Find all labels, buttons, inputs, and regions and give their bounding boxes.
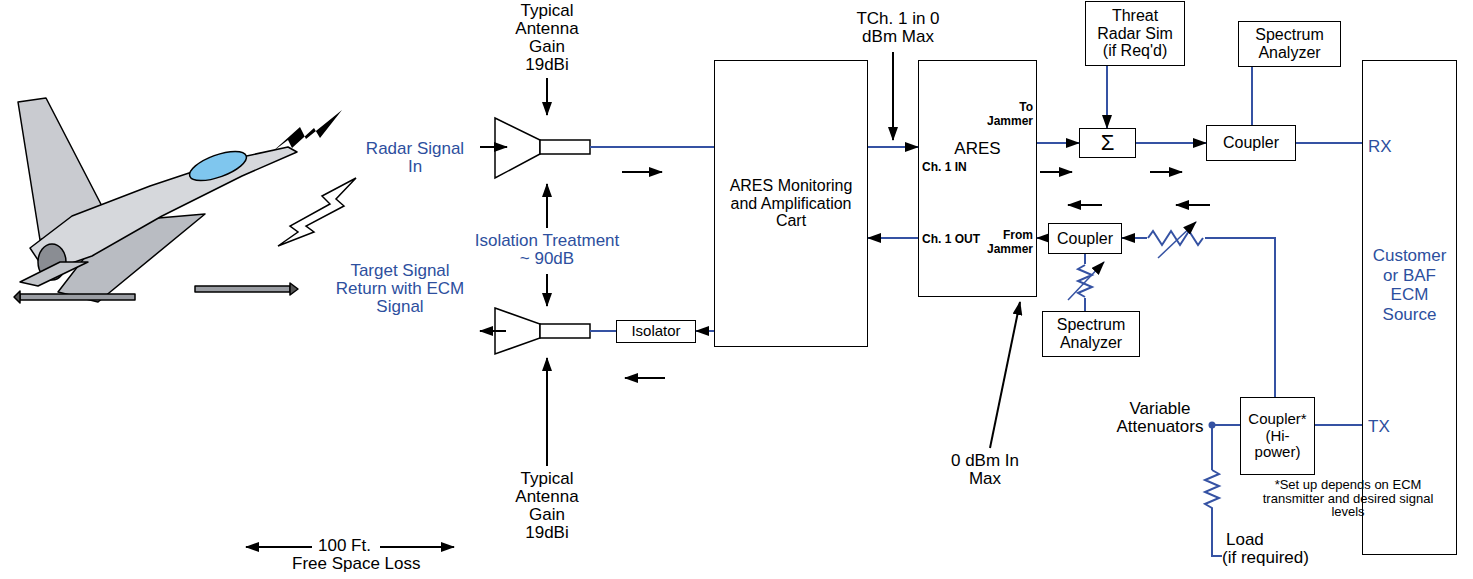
- annotation-label: Free Space Loss: [292, 555, 421, 573]
- coupler-box: Coupler: [1048, 223, 1122, 254]
- signal-connector: [1106, 66, 1108, 128]
- box-text: To Jammer: [973, 101, 1033, 129]
- annotation-label: (if required): [1222, 549, 1309, 567]
- box-text: Coupler: [1057, 230, 1113, 248]
- signal-connector: [868, 146, 918, 148]
- box-text: ARES: [919, 139, 1036, 159]
- cart-box: ARES Monitoring and Amplification Cart: [714, 60, 868, 347]
- junction-dot: [1209, 422, 1216, 429]
- signal-connector: [1296, 142, 1362, 144]
- box-text: Isolator: [631, 323, 680, 340]
- radar-bolt: [272, 110, 342, 152]
- ares-box: To JammerCh. 1 IN ARES Ch. 1 OUTFrom Jamme…: [918, 60, 1037, 297]
- simulator-box: Threat Radar Sim (if Req'd): [1085, 1, 1185, 66]
- return-bolt: [278, 178, 356, 246]
- box-text: Ch. 1 OUT: [922, 233, 980, 247]
- annotation-label: Typical Antenna Gain 19dBi: [505, 470, 589, 541]
- signal-connector: [1122, 238, 1275, 397]
- fighter-aircraft: [14, 98, 298, 303]
- box-text: From Jammer: [973, 229, 1033, 257]
- signal-connector: [1037, 142, 1079, 144]
- signal-connector: [1251, 67, 1253, 125]
- signal-connector: [1315, 424, 1362, 426]
- box-text: TX: [1368, 417, 1390, 437]
- box-text: Coupler: [1223, 134, 1279, 152]
- pointer-arrow: [246, 52, 1210, 547]
- coupler-box: Coupler: [1206, 125, 1296, 161]
- signal-connector: [696, 330, 714, 332]
- annotation-label: Isolation Treatment ~ 90dB: [472, 232, 622, 268]
- box-text: Σ: [1101, 131, 1115, 155]
- annotation-label: Typical Antenna Gain 19dBi: [505, 2, 589, 73]
- summer-box: Σ: [1079, 128, 1136, 158]
- box-text: Customer or BAF ECM Source: [1369, 246, 1450, 324]
- annotation-label: 0 dBm In Max: [950, 452, 1020, 488]
- coupler-box: Coupler* (Hi-power): [1240, 397, 1315, 475]
- analyzer-box: Spectrum Analyzer: [1238, 21, 1341, 67]
- annotation-label: 100 Ft.: [318, 537, 371, 555]
- isolator-box: Isolator: [616, 320, 696, 343]
- signal-connector: [1136, 142, 1206, 144]
- box-text: Spectrum Analyzer: [1242, 26, 1337, 61]
- annotation-label: Radar Signal In: [360, 140, 470, 176]
- box-text: Ch. 1 IN: [922, 161, 967, 175]
- annotation-label: Variable Attenuators: [1110, 400, 1210, 436]
- annotation-label: Target Signal Return with ECM Signal: [330, 262, 470, 316]
- annotation-label: *Set up depends on ECM transmitter and d…: [1262, 478, 1434, 519]
- annotation-label: TCh. 1 in 0 dBm Max: [848, 10, 948, 46]
- box-text: RX: [1368, 137, 1392, 157]
- signal-connector: [868, 237, 918, 239]
- box-text: Coupler* (Hi-power): [1244, 411, 1311, 461]
- annotation-label: Load: [1226, 531, 1264, 549]
- analyzer-box: Spectrum Analyzer: [1042, 311, 1140, 357]
- box-text: ARES Monitoring and Amplification Cart: [718, 177, 864, 230]
- box-text: Spectrum Analyzer: [1046, 316, 1136, 351]
- box-text: Threat Radar Sim (if Req'd): [1089, 7, 1181, 60]
- wire: [590, 147, 1240, 556]
- signal-connector: [1037, 237, 1048, 239]
